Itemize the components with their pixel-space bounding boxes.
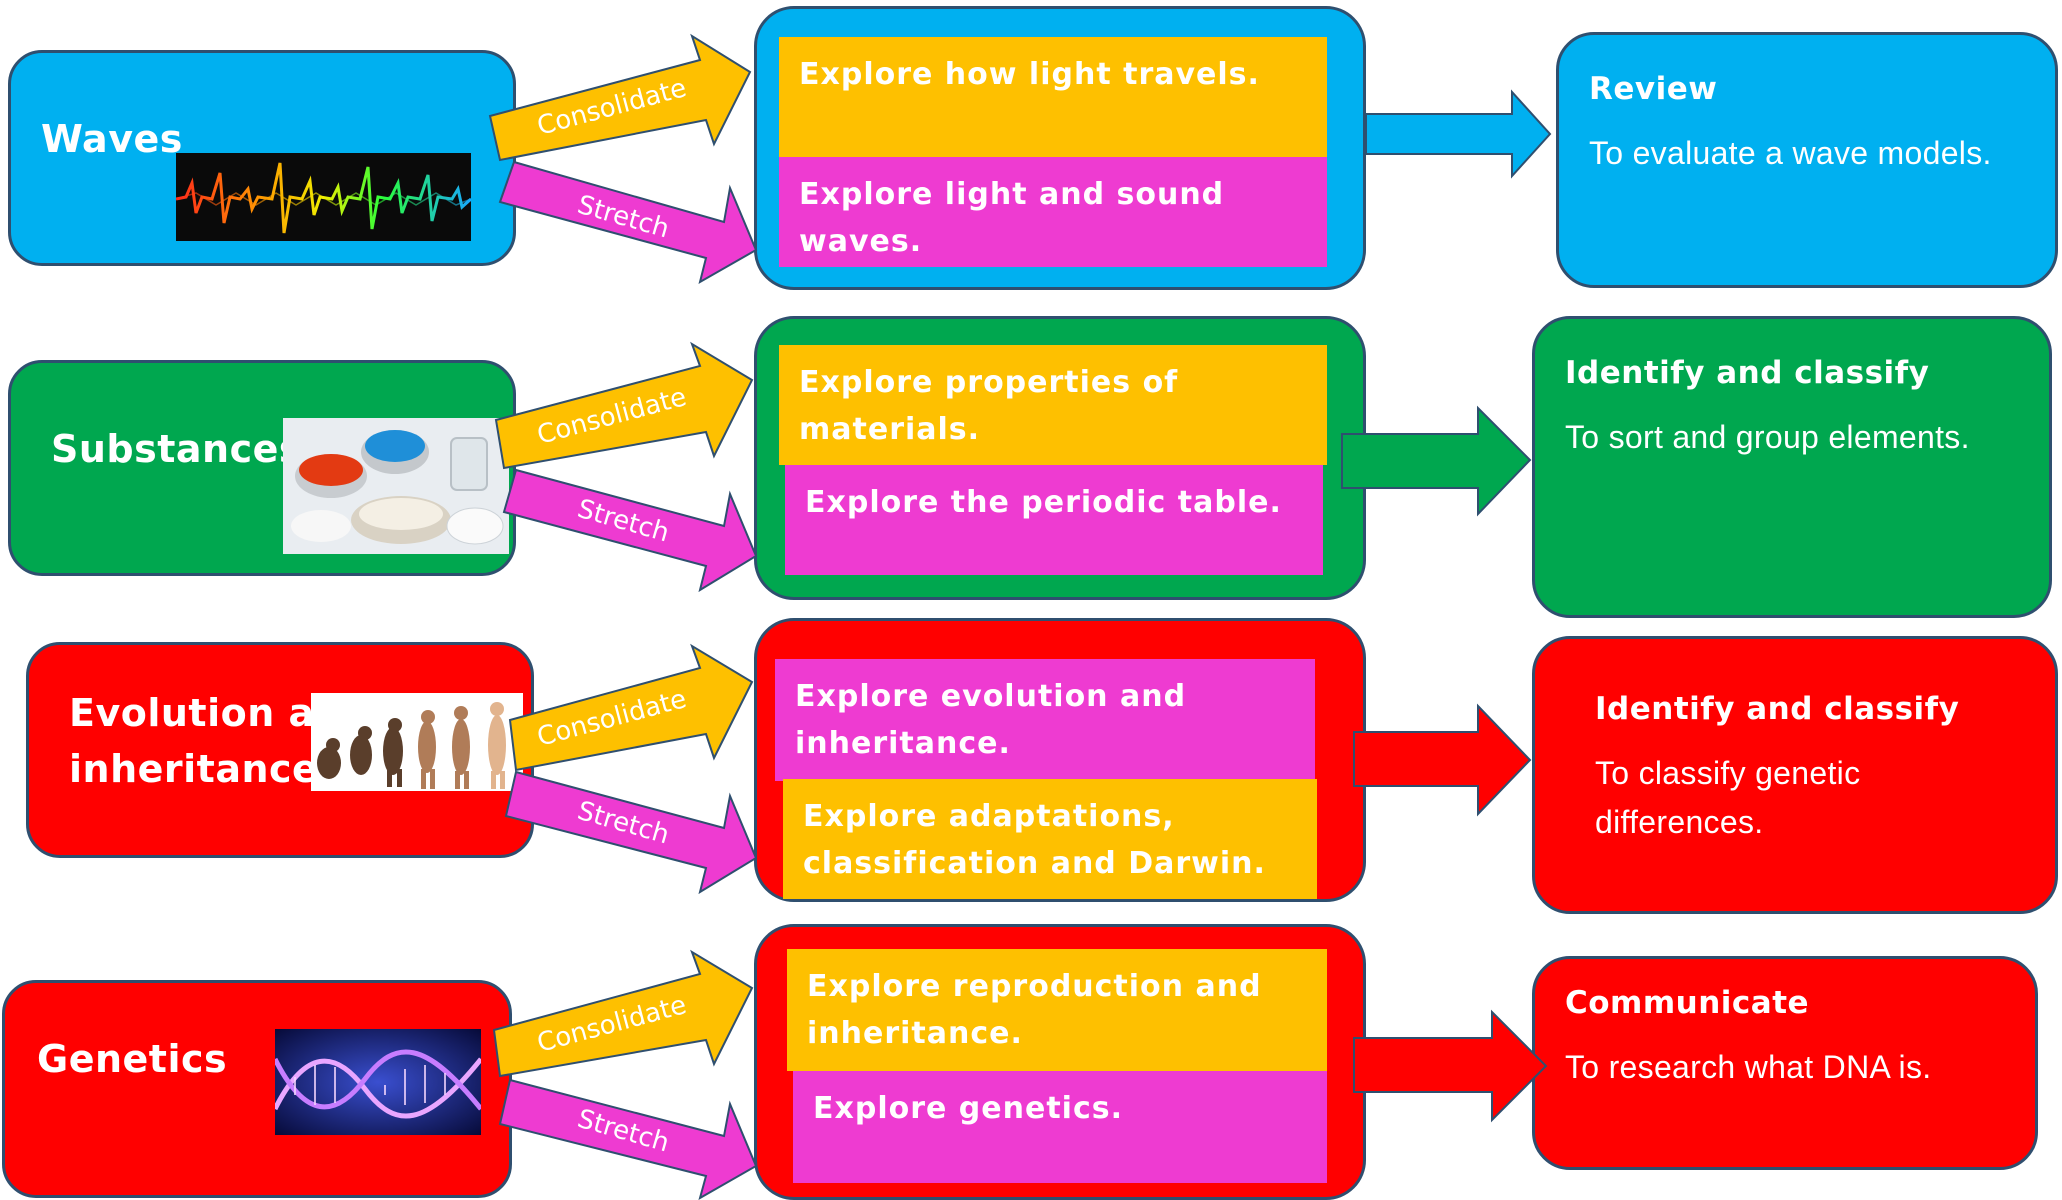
target-box-evolution: Identify and classify To classify geneti… [1532,636,2058,914]
topic-box-substances: Substances [8,360,516,576]
explore-line2: classification and Darwin. [803,846,1266,881]
explore-panel-evolution: Explore evolution and inheritance. Explo… [754,618,1366,902]
target-title: Identify and classify [1565,355,1930,391]
stretch-arrow-waves: Stretch [498,160,758,285]
dna-helix-image [275,1029,481,1135]
explore-line1: Explore reproduction and [807,969,1262,1004]
chemical-powders-image [283,418,509,554]
explore-stretch-evolution: Explore adaptations, classification and … [783,779,1317,899]
right-arrow-genetics [1353,1009,1548,1123]
topic-title: Substances [51,427,303,471]
human-evolution-image [311,693,523,791]
topic-title-line2: inheritance [69,747,319,791]
right-arrow-evolution [1353,703,1532,817]
target-title: Identify and classify [1595,691,1960,727]
target-text: To research what DNA is. [1565,1049,1932,1085]
explore-consolidate-genetics: Explore reproduction and inheritance. [787,949,1327,1071]
target-box-waves: Review To evaluate a wave models. [1556,32,2058,288]
topic-title: Waves [41,117,183,161]
explore-consolidate-evolution: Explore evolution and inheritance. [775,659,1315,781]
explore-panel-substances: Explore properties of materials. Explore… [754,316,1366,600]
target-text-line2: differences. [1595,804,1764,840]
topic-box-genetics: Genetics [2,980,512,1198]
explore-stretch-substances: Explore the periodic table. [785,465,1323,575]
wave-spectrum-image [176,153,471,241]
explore-consolidate-substances: Explore properties of materials. [779,345,1327,465]
right-arrow-waves [1365,89,1552,179]
target-title: Review [1589,71,1718,107]
topic-box-evolution: Evolution and inheritance [26,642,534,858]
explore-stretch-genetics: Explore genetics. [793,1071,1327,1183]
target-text-line1: To classify genetic [1595,755,1861,791]
target-text: To classify genetic differences. [1595,749,2025,847]
explore-panel-genetics: Explore reproduction and inheritance. Ex… [754,924,1366,1200]
target-box-substances: Identify and classify To sort and group … [1532,316,2052,618]
topic-box-waves: Waves [8,50,516,266]
target-title: Communicate [1565,985,1810,1021]
explore-consolidate-waves: Explore how light travels. [779,37,1327,157]
consolidate-arrow-substances: Consolidate [494,341,754,470]
stretch-arrow-substances: Stretch [502,468,758,593]
stretch-arrow-evolution: Stretch [504,770,758,895]
right-arrow-substances [1341,405,1532,517]
explore-line2: inheritance. [795,726,1011,761]
consolidate-arrow-genetics: Consolidate [492,949,754,1078]
target-box-genetics: Communicate To research what DNA is. [1532,956,2038,1170]
explore-line1: Explore evolution and [795,679,1187,714]
explore-panel-waves: Explore how light travels. Explore light… [754,6,1366,290]
topic-title: Genetics [37,1037,228,1081]
explore-line1: Explore adaptations, [803,799,1175,834]
consolidate-arrow-waves: Consolidate [488,33,752,162]
target-text: To evaluate a wave models. [1589,135,1992,171]
explore-line2: inheritance. [807,1016,1023,1051]
consolidate-arrow-evolution: Consolidate [508,643,754,772]
explore-stretch-waves: Explore light and sound waves. [779,157,1327,267]
stretch-arrow-genetics: Stretch [498,1078,758,1200]
target-text: To sort and group elements. [1565,419,1970,455]
